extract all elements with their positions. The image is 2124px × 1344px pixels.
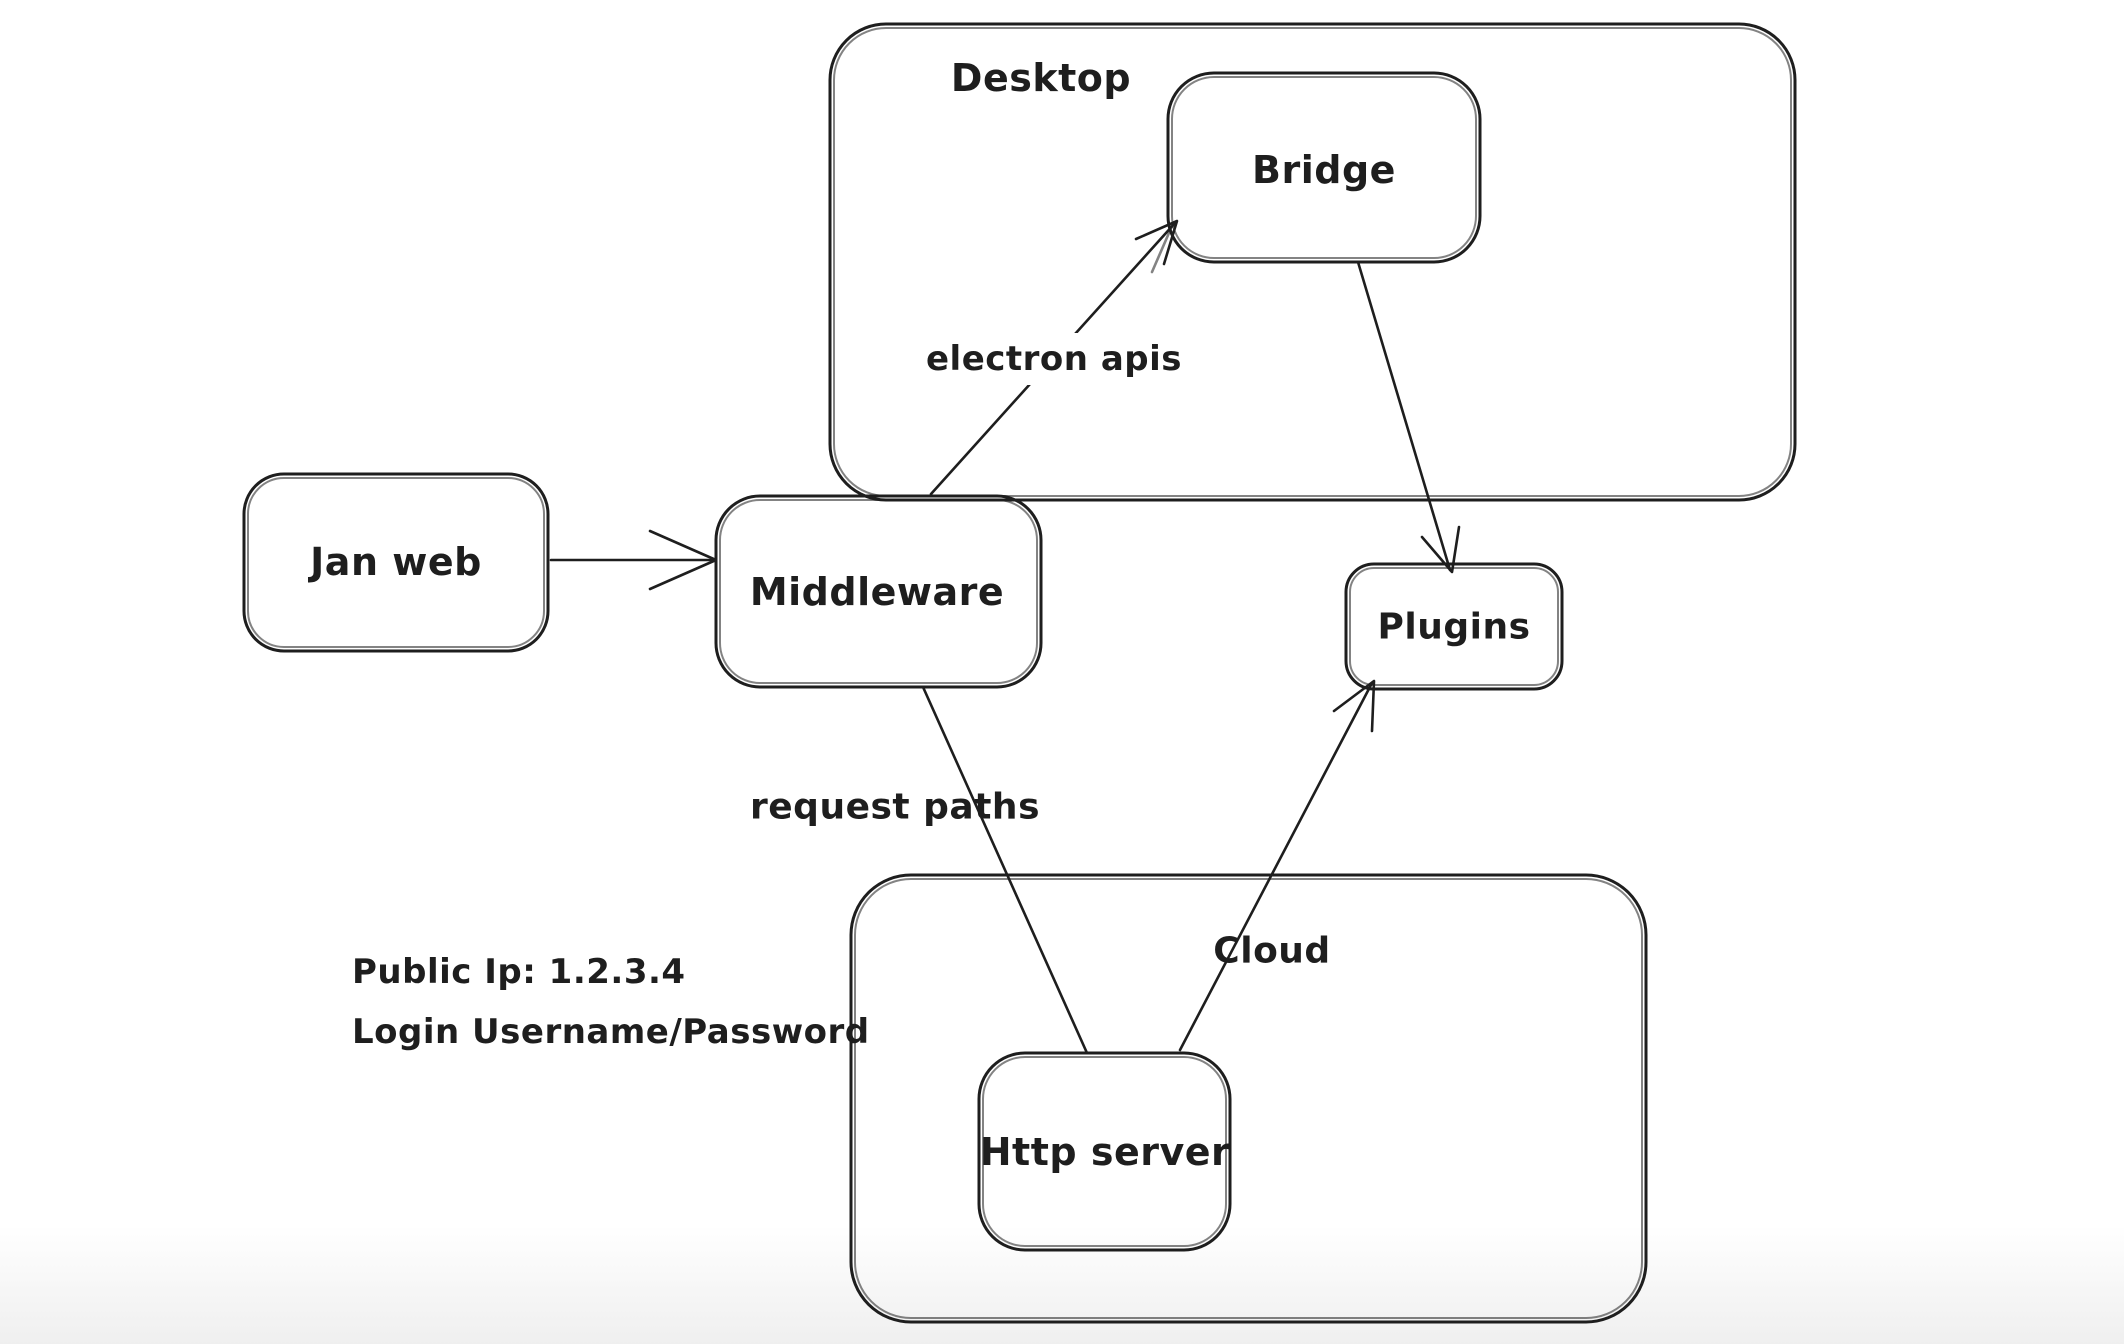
edge-label-request-paths[interactable]: request paths bbox=[750, 786, 1040, 828]
node-plugins-label[interactable]: Plugins bbox=[1377, 606, 1531, 648]
node-http-server-label[interactable]: Http server bbox=[979, 1130, 1231, 1174]
container-desktop-box[interactable] bbox=[830, 24, 1795, 500]
edge-middleware-to-http-server[interactable] bbox=[923, 687, 1087, 1053]
edge-janweb-to-middleware[interactable] bbox=[551, 531, 716, 589]
edge-http-server-to-plugins[interactable] bbox=[1180, 681, 1374, 1050]
container-cloud-label[interactable]: Cloud bbox=[1213, 930, 1331, 972]
note-public-ip-line: Public Ip: 1.2.3.4 bbox=[352, 952, 686, 992]
node-bridge-box[interactable] bbox=[1168, 73, 1480, 262]
container-desktop-label[interactable]: Desktop bbox=[950, 56, 1132, 100]
node-bridge-label[interactable]: Bridge bbox=[1252, 148, 1396, 192]
edge-label-electron-apis[interactable]: electron apis bbox=[911, 333, 1197, 385]
node-middleware-label[interactable]: Middleware bbox=[749, 570, 1005, 614]
container-cloud-box[interactable] bbox=[851, 875, 1646, 1322]
node-middleware-box[interactable] bbox=[716, 496, 1041, 687]
node-jan-web-box[interactable] bbox=[244, 474, 548, 651]
node-http-server-box[interactable] bbox=[979, 1053, 1230, 1250]
node-jan-web-label[interactable]: Jan web bbox=[310, 540, 482, 584]
note-login-line: Login Username/Password bbox=[352, 1012, 870, 1052]
note-credentials[interactable]: Public Ip: 1.2.3.4 Login Username/Passwo… bbox=[352, 942, 870, 1062]
edge-bridge-to-plugins[interactable] bbox=[1358, 262, 1459, 572]
